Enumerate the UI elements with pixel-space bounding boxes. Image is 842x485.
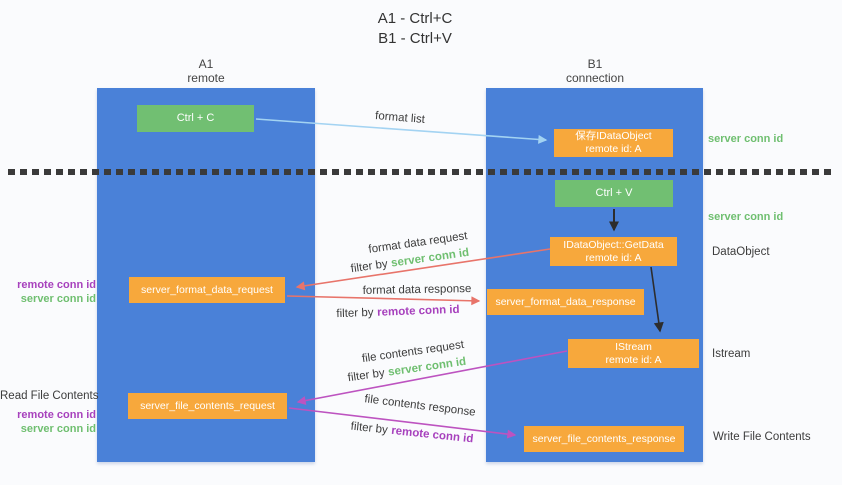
node-ctrl-v: Ctrl + V <box>555 180 673 207</box>
node-server-file-contents-request: server_file_contents_request <box>128 393 287 419</box>
format-request-label: server_format_data_request <box>141 283 273 296</box>
filter-by-text: filter by <box>347 367 386 385</box>
lane-header-b1: B1 connection <box>535 57 655 85</box>
format-response-label: server_format_data_response <box>495 295 636 308</box>
read-file-contents-annotation: Read File Contents <box>0 390 99 402</box>
ctrl-c-label: Ctrl + C <box>176 112 215 124</box>
istream-annotation: Istream <box>712 348 751 360</box>
write-file-contents-annotation: Write File Contents <box>713 431 811 443</box>
node-istream: IStream remote id: A <box>568 339 699 368</box>
istream-line1: IStream <box>615 340 652 353</box>
lane-a1-role: remote <box>187 71 225 85</box>
lane-a1-name: A1 <box>198 57 214 71</box>
file-response-label: server_file_contents_response <box>532 432 676 445</box>
server-conn-id-annotation-top: server conn id <box>708 133 784 145</box>
node-server-file-contents-response: server_file_contents_response <box>524 426 684 452</box>
phase-separator-dotted-line <box>8 169 836 175</box>
filter-by-text: filter by <box>336 306 374 321</box>
server-conn-id-annotation-mid: server conn id <box>708 211 784 223</box>
format-data-response-arrow <box>286 295 481 306</box>
file-request-label: server_file_contents_request <box>140 399 275 412</box>
remote-conn-id-annotation-left-bottom: remote conn id <box>17 409 96 421</box>
title-line-1: A1 - Ctrl+C <box>377 10 453 27</box>
node-save-idataobject: 保存IDataObject remote id: A <box>554 129 673 157</box>
filter-by-text: filter by <box>350 420 389 437</box>
node-idataobject-getdata: IDataObject::GetData remote id: A <box>550 237 677 266</box>
save-idataobject-line1: 保存IDataObject <box>575 130 652 142</box>
remote-conn-id-key: remote conn id <box>376 303 460 319</box>
dataobject-annotation: DataObject <box>712 246 770 258</box>
getdata-line1: IDataObject::GetData <box>563 238 664 251</box>
filter-by-text: filter by <box>350 258 389 276</box>
remote-conn-id-key: remote conn id <box>390 424 474 446</box>
format-data-response-label: format data response <box>362 283 472 297</box>
title-line-2: B1 - Ctrl+V <box>378 30 452 47</box>
ctrl-v-label: Ctrl + V <box>595 187 633 199</box>
istream-line2: remote id: A <box>605 353 662 366</box>
node-server-format-data-response: server_format_data_response <box>487 289 644 315</box>
server-conn-id-annotation-left-bottom: server conn id <box>20 423 96 435</box>
file-contents-response-label: file contents response <box>363 393 477 419</box>
server-conn-id-annotation-left-top: server conn id <box>20 293 96 305</box>
node-server-format-data-request: server_format_data_request <box>129 277 285 303</box>
format-list-label: format list <box>374 110 426 126</box>
remote-conn-id-annotation-left-top: remote conn id <box>17 279 96 291</box>
save-idataobject-line2: remote id: A <box>585 143 642 155</box>
lane-header-a1: A1 remote <box>146 57 266 85</box>
node-ctrl-c: Ctrl + C <box>137 105 254 132</box>
getdata-line2: remote id: A <box>585 251 642 264</box>
diagram-title: A1 - Ctrl+C B1 - Ctrl+V <box>330 9 500 49</box>
lane-b1-name: B1 <box>587 57 603 71</box>
lane-b1-role: connection <box>565 71 625 85</box>
